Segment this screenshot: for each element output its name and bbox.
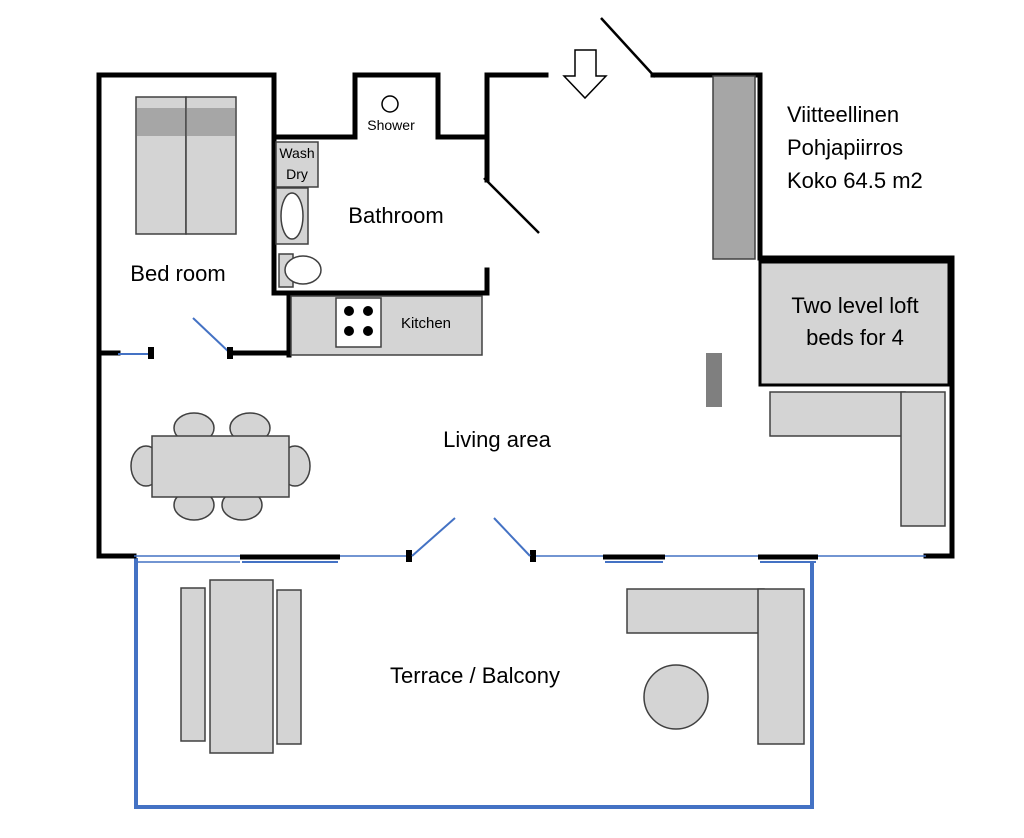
door-jamb-right xyxy=(227,347,233,359)
bedroom-door xyxy=(192,317,231,354)
terrace-dining-set xyxy=(180,579,302,754)
kitchen-label: Kitchen xyxy=(401,315,451,332)
entry-door-leaf xyxy=(600,17,656,78)
terrace-sofa xyxy=(626,588,805,745)
kitchen-counter xyxy=(290,295,483,356)
pillar xyxy=(706,353,722,407)
plan-title-line-2: Pohjapiirros xyxy=(787,135,903,160)
plan-title-line-1: Viitteellinen xyxy=(787,102,899,127)
dry-label: Dry xyxy=(286,166,308,182)
terrace-outline xyxy=(134,558,814,809)
bedroom-label: Bed room xyxy=(130,261,225,286)
loft-label-line-1: Two level loft xyxy=(791,293,918,318)
front-wall xyxy=(134,554,926,563)
terrace-door-jamb-right xyxy=(530,550,536,562)
terrace-door-left xyxy=(411,517,456,557)
plan-title-line-3: Koko 64.5 m2 xyxy=(787,168,923,193)
loft-label-line-2: beds for 4 xyxy=(806,325,904,350)
exterior-walls xyxy=(96,72,955,559)
terrace-door-right xyxy=(493,517,531,557)
bathroom-label: Bathroom xyxy=(348,203,443,228)
living-sofa xyxy=(769,391,946,527)
toilet-icon xyxy=(278,253,322,288)
terrace-label: Terrace / Balcony xyxy=(390,663,560,688)
entrance-cabinet xyxy=(712,75,756,260)
shower-label: Shower xyxy=(367,117,415,133)
bathroom-walls xyxy=(271,72,490,358)
stove-burners-icon xyxy=(335,297,382,348)
terrace-door-jamb-left xyxy=(406,550,412,562)
terrace-round-table xyxy=(643,664,709,730)
shower-drain-icon xyxy=(381,95,399,113)
sink xyxy=(275,187,309,245)
bathroom-door-leaf xyxy=(483,177,540,234)
living-area-label: Living area xyxy=(443,427,551,452)
dining-set xyxy=(130,412,311,521)
down-arrow-icon xyxy=(562,49,608,100)
double-bed xyxy=(135,96,237,235)
wash-label: Wash xyxy=(279,145,314,161)
loft-beds-block xyxy=(758,260,951,387)
washer-dryer xyxy=(275,141,319,188)
door-jamb-left xyxy=(148,347,154,359)
